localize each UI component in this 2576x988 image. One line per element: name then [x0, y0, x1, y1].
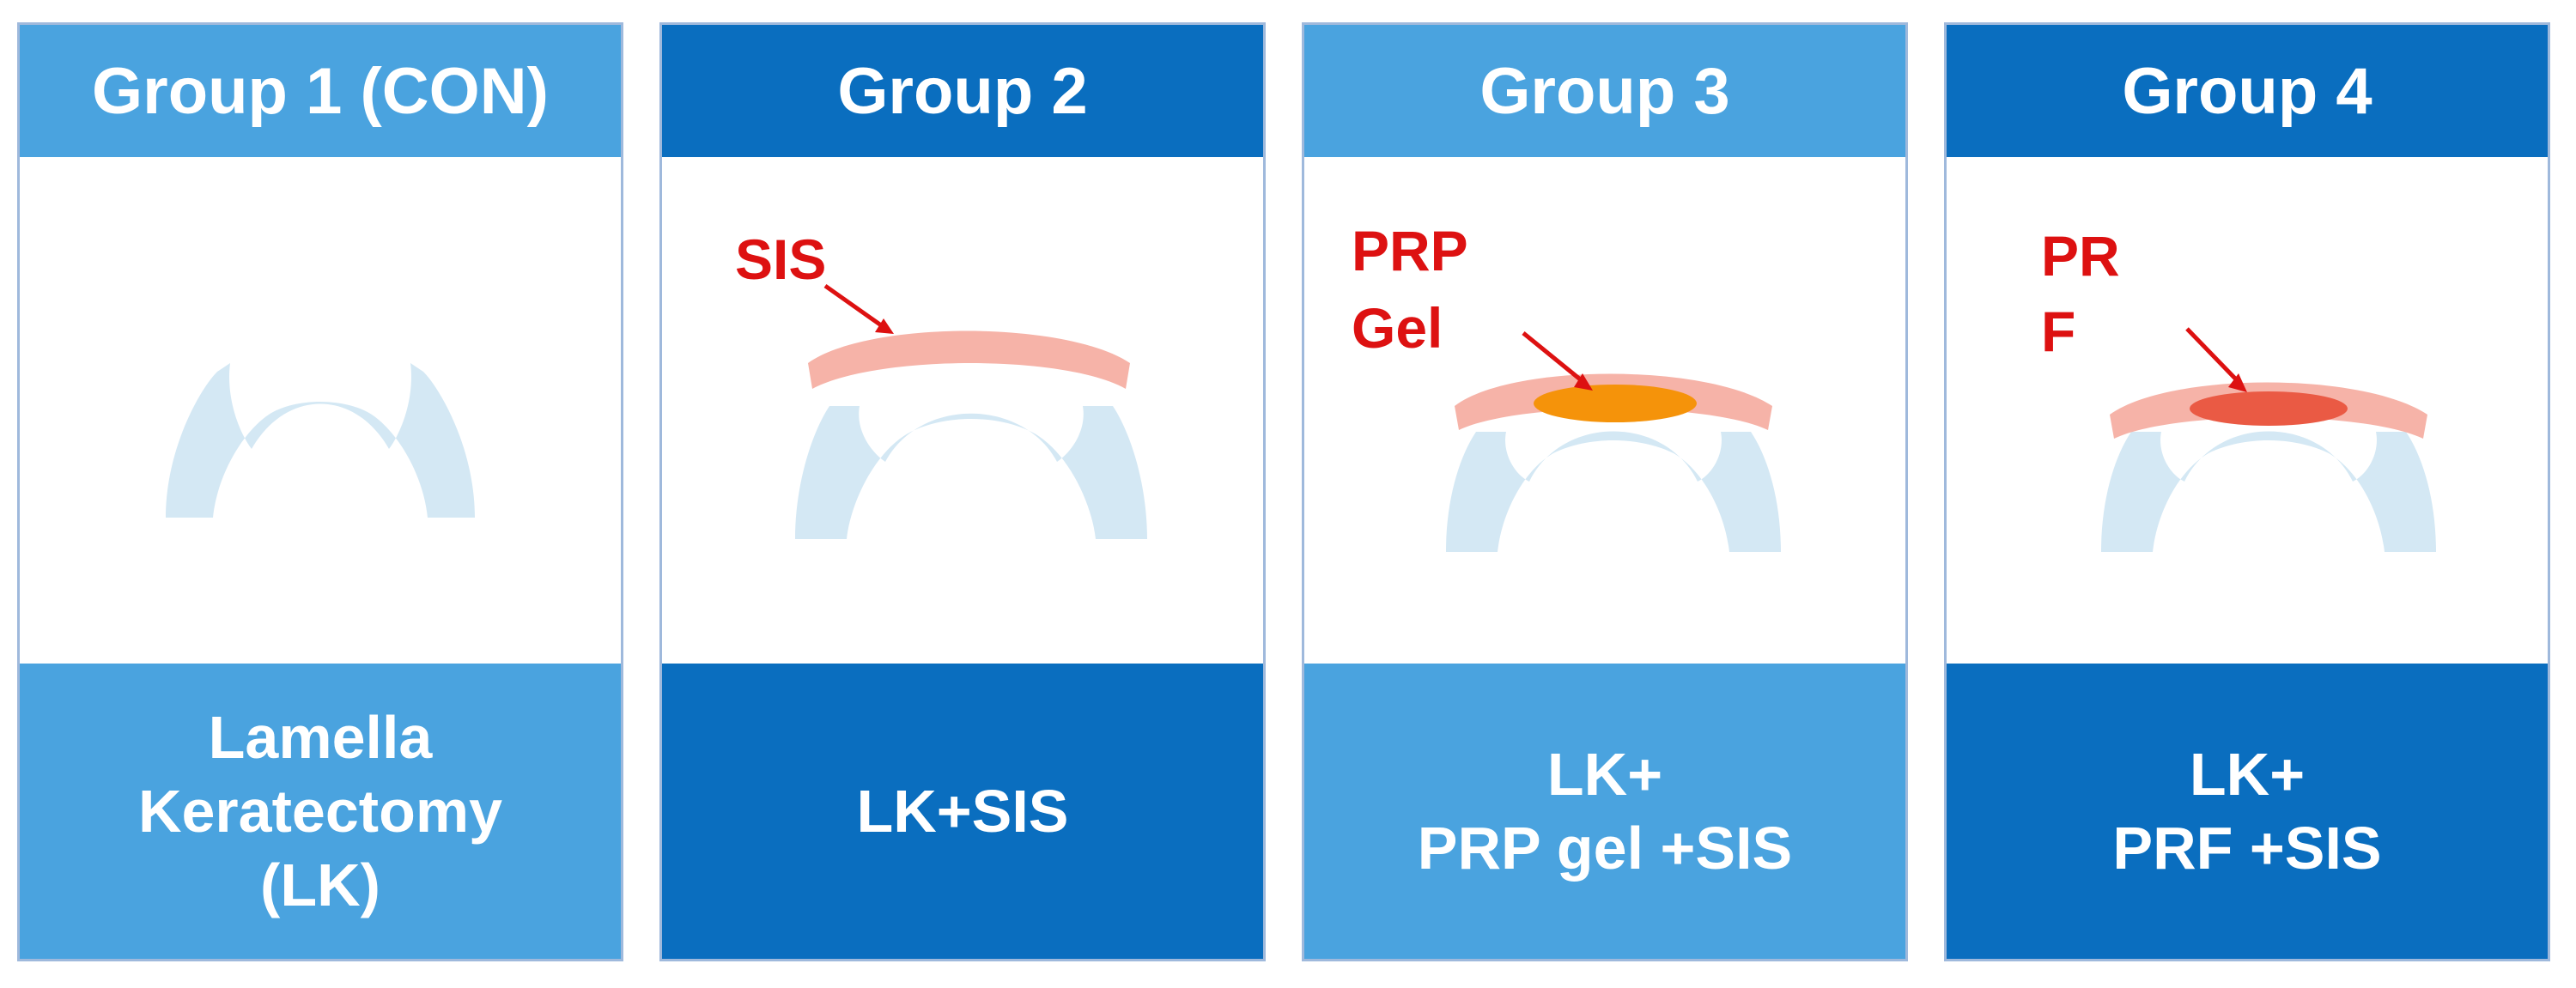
prp-label-line2: Gel [1352, 296, 1443, 360]
group-1-panel: Group 1 (CON) Lamella Keratectomy (LK) [17, 22, 623, 961]
group-2-panel: Group 2 SIS LK+SIS [659, 22, 1266, 961]
prf-label-line1: PR [2041, 224, 2120, 288]
caption-line: Lamella [208, 704, 433, 771]
caption-line: PRP gel +SIS [1417, 815, 1793, 882]
caption-line: PRF +SIS [2112, 815, 2382, 882]
group-3-title: Group 3 [1304, 25, 1905, 157]
group-2-diagram: SIS [735, 227, 1147, 539]
group-1-diagram [166, 363, 475, 518]
prf-layer [2190, 391, 2348, 426]
prp-gel [1534, 385, 1697, 422]
group-3-illustration: PRP Gel [1304, 157, 1905, 664]
group-1-caption: Lamella Keratectomy (LK) [20, 664, 621, 959]
group-1-illustration [20, 157, 621, 664]
group-4-caption: LK+ PRF +SIS [1947, 664, 2548, 959]
group-4-title: Group 4 [1947, 25, 2548, 157]
arrowhead [1574, 373, 1593, 391]
arrowhead [875, 318, 894, 334]
caption-line: LK+SIS [856, 778, 1069, 845]
sis-label: SIS [735, 227, 826, 291]
caption-line: Keratectomy [137, 778, 503, 845]
cornea-shape [166, 363, 475, 518]
prf-label-line2: F [2041, 300, 2075, 363]
group-3-panel: Group 3 PRP Gel LK+ PRP gel +SIS [1302, 22, 1908, 961]
group-4-illustration: PR F [1947, 157, 2548, 664]
cornea-shape [1446, 431, 1781, 552]
group-3-diagram: PRP Gel [1352, 219, 1781, 552]
pointer-arrow [823, 283, 885, 330]
caption-line: (LK) [260, 852, 380, 918]
group-2-illustration: SIS [662, 157, 1263, 664]
caption-line: LK+ [1546, 741, 1663, 808]
group-4-panel: Group 4 PR F LK+ PRF +SIS [1944, 22, 2550, 961]
group-4-diagram: PR F [2041, 224, 2436, 552]
sis-membrane [808, 330, 1130, 389]
group-2-title: Group 2 [662, 25, 1263, 157]
group-2-caption: LK+SIS [662, 664, 1263, 959]
pointer-arrow [1522, 331, 1585, 384]
caption-line: LK+ [2189, 741, 2306, 808]
prp-label-line1: PRP [1352, 219, 1468, 282]
cornea-shape [795, 406, 1147, 539]
group-3-caption: LK+ PRP gel +SIS [1304, 664, 1905, 959]
pointer-arrow [2185, 327, 2240, 384]
group-1-title: Group 1 (CON) [20, 25, 621, 157]
arrowhead [2228, 373, 2247, 392]
cornea-shape [2101, 431, 2436, 552]
